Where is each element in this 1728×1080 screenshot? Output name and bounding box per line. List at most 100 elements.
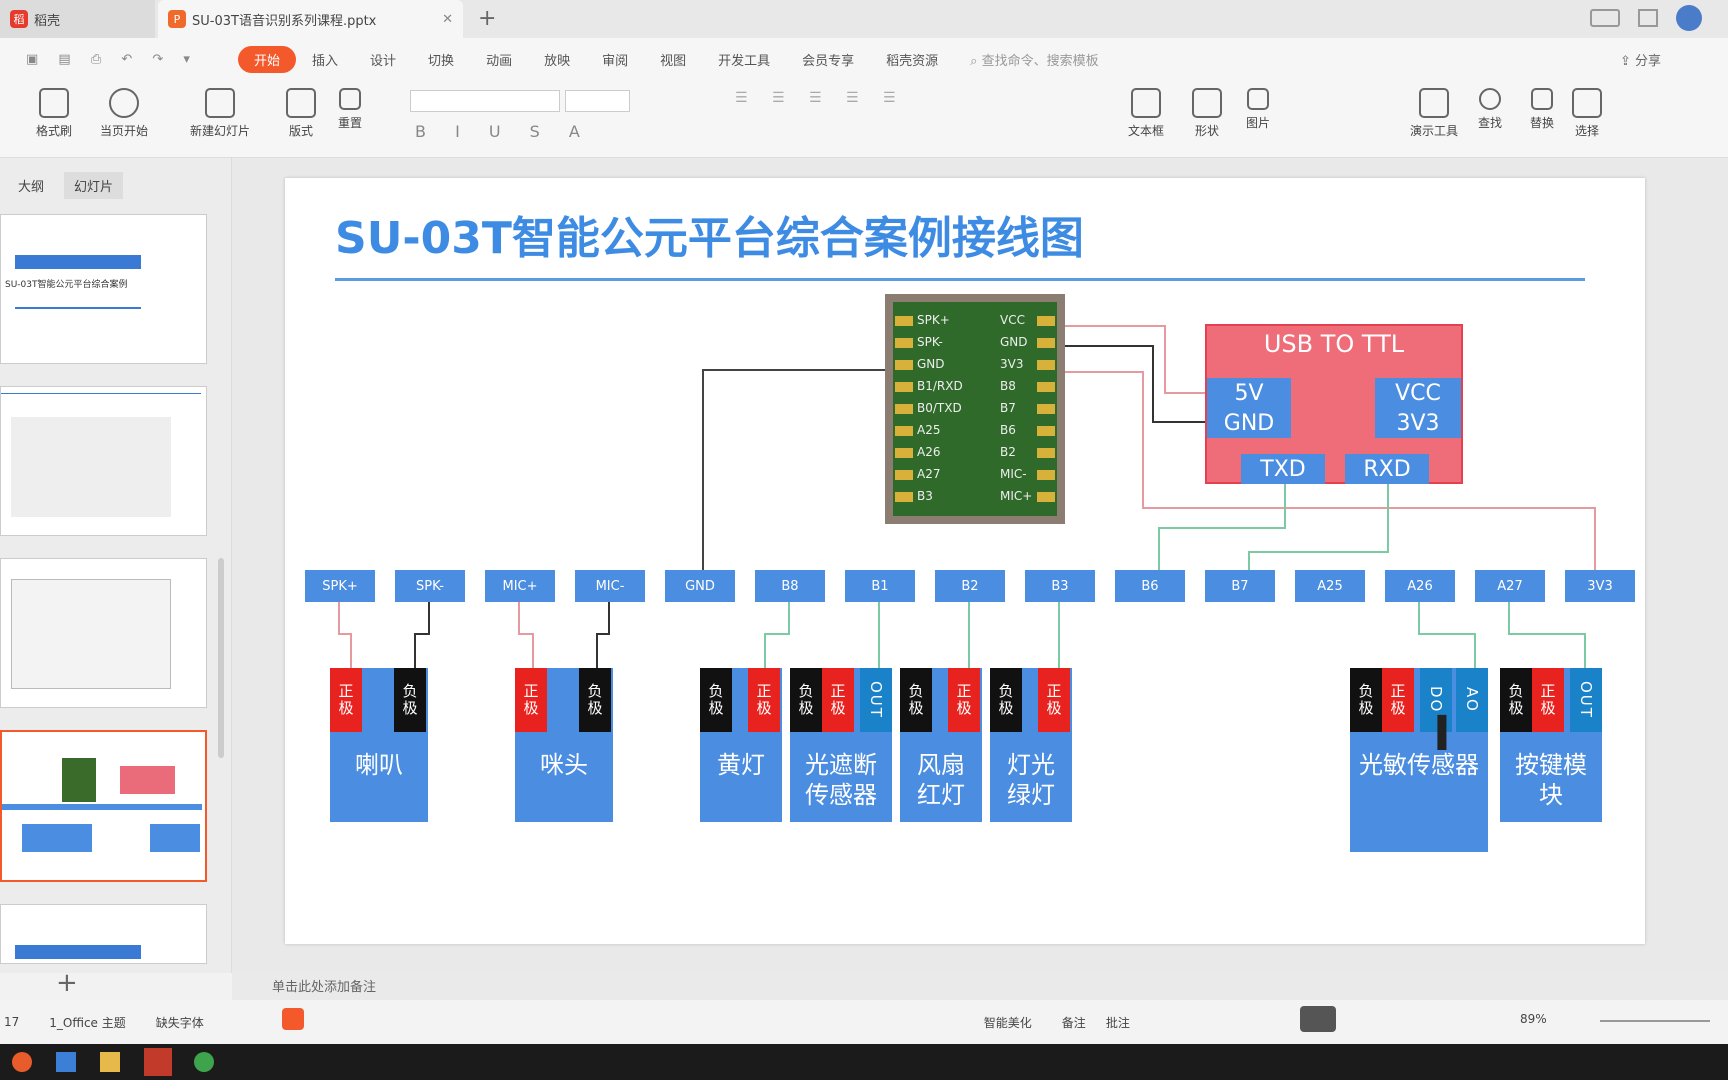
thumb-title: SU-03T智能公元平台综合案例 [5,280,128,290]
chip-pin [1037,426,1055,436]
zoom-level[interactable]: 89% [1520,1012,1547,1026]
chip-pin [895,404,913,414]
usb-3v3: 3V3 [1375,408,1461,438]
ppt-icon: P [168,10,186,28]
notes-button[interactable]: 备注 [1061,1015,1086,1030]
module-2[interactable]: 负极正极黄灯 [700,668,782,822]
menu-start[interactable]: 开始 [238,45,297,73]
new-slide-button[interactable]: 新建幻灯片 [190,88,250,139]
su03t-chip[interactable] [885,294,1065,524]
play-slideshow-button[interactable] [1300,1006,1336,1032]
beautify-button[interactable]: 智能美化 [983,1015,1032,1030]
select-label: 选择 [1574,124,1599,138]
status-bar: 17 1_Office 主题 缺失字体 智能美化 备注 批注 89% [0,1000,1728,1044]
replace-button[interactable]: 替换 [1530,88,1554,131]
chip-pin-label: A27 [917,467,941,481]
font-size-select[interactable] [565,90,630,112]
avatar[interactable] [1676,5,1702,31]
slide-thumbnail[interactable]: SU-03T智能公元平台综合案例 [0,214,207,364]
find-button[interactable]: 查找 [1478,88,1502,131]
module-name: 黄灯 [717,751,765,779]
menu-slideshow[interactable]: 放映 [544,53,571,69]
layout-button[interactable]: 版式 [286,88,316,139]
select-button[interactable]: 选择 [1572,88,1602,139]
app-icon[interactable] [12,1052,32,1072]
chip-pin [895,316,913,326]
add-slide-button[interactable]: + [56,968,78,998]
quick-access-toolbar[interactable]: ▣ ▤ ⎙ ↶ ↷ ▾ [26,51,198,67]
thumb-modules [22,824,92,852]
module-4[interactable]: 负极正极风扇红灯 [900,668,982,822]
tab-home[interactable]: 稻 稻壳 [0,0,155,38]
ime-icon[interactable] [282,1008,304,1030]
module-terminal: 正极 [822,668,854,732]
slide-number: 17 [4,1015,20,1029]
format-painter-button[interactable]: 格式刷 [36,88,72,139]
slide-thumbnail-selected[interactable] [0,730,207,882]
missing-font-button[interactable]: 缺失字体 [155,1015,204,1030]
search-input[interactable]: ⌕ 查找命令、搜索模板 [970,53,1099,69]
zoom-slider[interactable] [1600,1020,1710,1022]
menu-insert[interactable]: 插入 [312,53,339,69]
notes-pane[interactable]: 单击此处添加备注 [232,970,1728,1000]
thumb-modules [150,824,200,852]
chip-pin [895,338,913,348]
tab-outline[interactable]: 大纲 [18,180,45,195]
tab-home-label: 稻壳 [34,13,61,29]
comments-button[interactable]: 批注 [1105,1015,1130,1030]
menu-developer[interactable]: 开发工具 [718,53,771,69]
module-0[interactable]: 正极负极喇叭 [330,668,428,822]
sidebar-scrollbar[interactable] [218,558,224,758]
menu-view[interactable]: 视图 [660,53,687,69]
wps-icon[interactable] [144,1048,172,1076]
module-terminal: 正极 [1532,668,1564,732]
textbox-button[interactable]: 文本框 [1128,88,1164,139]
module-1[interactable]: 正极负极咪头 [515,668,613,822]
new-tab-button[interactable]: + [478,6,497,31]
tab-slides[interactable]: 幻灯片 [64,172,124,199]
reset-button[interactable]: 重置 [338,88,362,131]
menu-member[interactable]: 会员专享 [802,53,855,69]
close-icon[interactable]: ✕ [442,11,453,27]
module-terminal: 负极 [394,668,426,732]
slide-thumbnail[interactable] [0,558,207,708]
chip-pin [1037,382,1055,392]
play-current-button[interactable]: 当页开始 [100,88,148,139]
pin-label: MIC- [575,570,645,602]
chrome-icon[interactable] [194,1052,214,1072]
menu-transition[interactable]: 切换 [428,53,455,69]
usb-to-ttl-module[interactable]: USB TO TTL 5V GND VCC 3V3 TXD RXD [1205,324,1463,484]
menu-design[interactable]: 设计 [370,53,397,69]
slide-thumbnail[interactable] [0,386,207,536]
slide-title[interactable]: SU-03T智能公元平台综合案例接线图 [335,213,1084,264]
shape-button[interactable]: 形状 [1192,88,1222,139]
share-button[interactable]: ⇪ 分享 [1620,54,1662,69]
app-icon[interactable] [56,1052,76,1072]
picture-button[interactable]: 图片 [1246,88,1270,131]
chip-pin [895,360,913,370]
text-format-buttons[interactable]: B I U S A [415,122,592,141]
new-slide-icon [205,88,235,118]
presentation-tools-button[interactable]: 演示工具 [1410,88,1458,139]
pin-label: B2 [935,570,1005,602]
menu-animation[interactable]: 动画 [486,53,513,69]
module-name: 光遮断传感器 [805,751,877,809]
module-5[interactable]: 负极正极灯光绿灯 [990,668,1072,822]
slide-thumbnail[interactable] [0,904,207,964]
chip-pin-label: B6 [1000,423,1016,437]
paragraph-buttons[interactable]: ☰ ☰ ☰ ☰ ☰ [735,90,906,106]
menu-docer[interactable]: 稻壳资源 [886,53,939,69]
tab-document[interactable]: P SU-03T语音识别系列课程.pptx ✕ [158,0,463,38]
layout-icon[interactable] [1590,9,1620,27]
usb-gnd: GND [1207,408,1291,438]
grid-icon[interactable] [1638,9,1658,27]
font-family-select[interactable] [410,90,560,112]
folder-icon[interactable] [100,1052,120,1072]
menu-review[interactable]: 审阅 [602,53,629,69]
chip-pin [1037,404,1055,414]
chip-pin [1037,338,1055,348]
